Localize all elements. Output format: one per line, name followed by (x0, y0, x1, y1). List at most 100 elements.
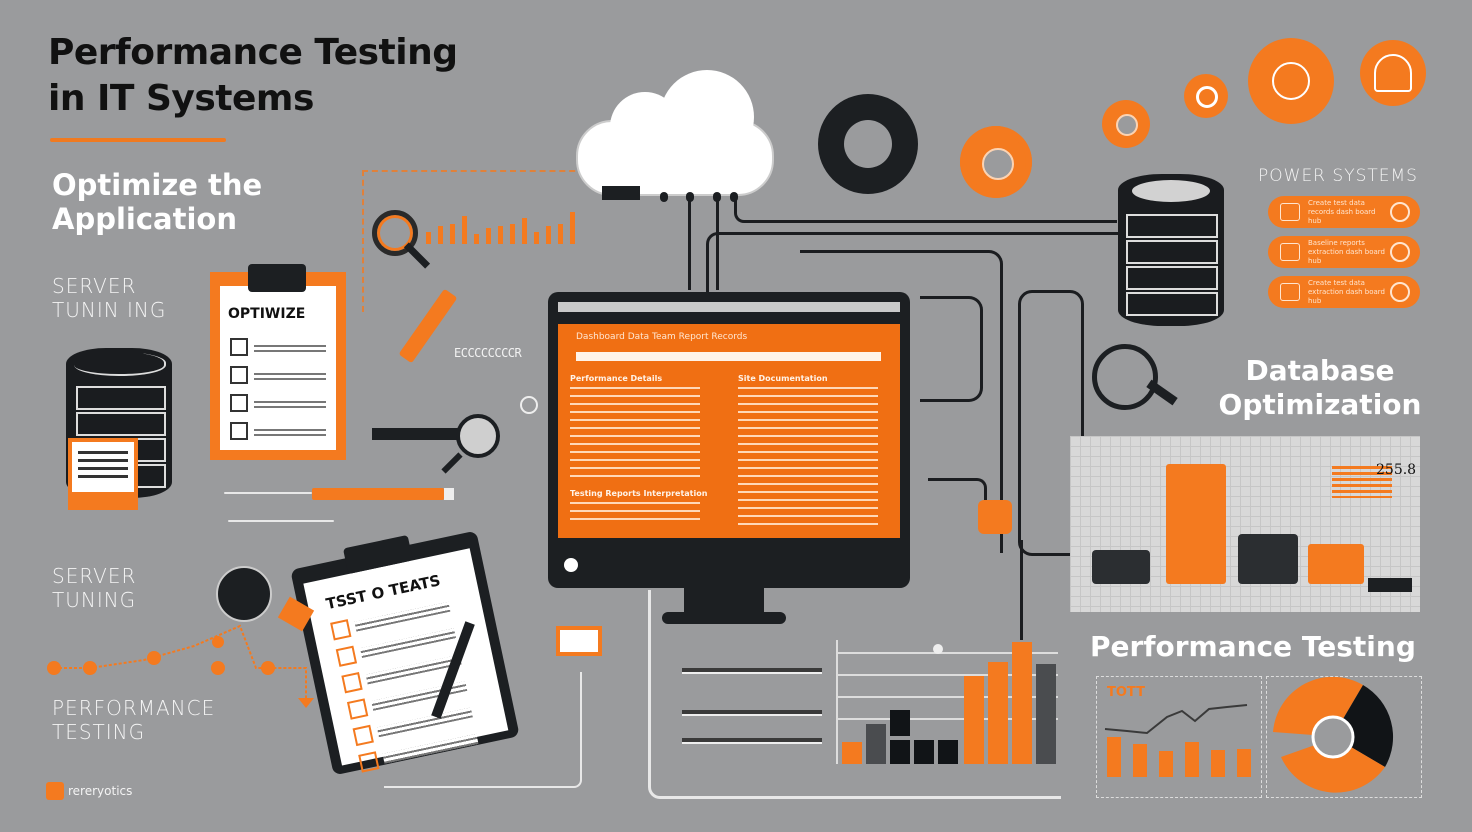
checkbox-icon (358, 751, 380, 773)
checkbox-icon (230, 394, 248, 412)
wire (1018, 290, 1084, 556)
pill-text: Create test data records dash board hub (1308, 198, 1376, 225)
target-icon (1390, 242, 1410, 262)
plug-icon (660, 192, 668, 202)
title-underline (50, 138, 226, 142)
checkbox-icon (346, 698, 369, 720)
target-icon (1390, 282, 1410, 302)
gauge-icon (216, 566, 272, 622)
magnifier-icon (372, 210, 418, 256)
checkbox-icon (230, 338, 248, 356)
server-tuning-label: SERVER TUNING (52, 564, 136, 612)
screen-search-bar[interactable] (576, 352, 881, 361)
dashed-frame (362, 170, 664, 312)
wire (800, 250, 1003, 553)
optimize-clipboard: OPTIWIZE (210, 264, 346, 460)
donut-chart (1266, 676, 1422, 798)
connector-line (384, 672, 582, 788)
optimize-clipboard-title: OPTIWIZE (228, 306, 306, 322)
clock-icon (520, 396, 538, 414)
perf-testing-heading: Performance Testing (1090, 630, 1416, 663)
wire (928, 478, 987, 511)
server-tuning-label-top: SERVER TUNIN ING (52, 274, 166, 322)
monitor: Dashboard Data Team Report Records Perfo… (548, 292, 910, 588)
pill-text: Create test data extraction dash board h… (1308, 278, 1385, 305)
plug-icon (730, 192, 738, 202)
connector-line (224, 492, 312, 494)
label-line: TUNING (52, 588, 137, 612)
col-heading: Performance Details (570, 374, 663, 383)
cloud-icon (576, 70, 774, 196)
gear-icon-orange (960, 126, 1032, 198)
checkbox-icon (330, 619, 352, 641)
wire (716, 200, 1119, 290)
pill-text: Baseline reports extraction dash board h… (1308, 238, 1385, 265)
screen-header: Dashboard Data Team Report Records (576, 332, 748, 342)
title-line-2: in IT Systems (48, 78, 314, 119)
wire (1020, 540, 1023, 640)
db-optimization-heading: Database Optimization (1200, 354, 1440, 422)
checkbox-icon (341, 671, 363, 694)
grid-display-icon (556, 626, 602, 656)
brand-logo: rereryotics (46, 782, 132, 800)
chart-value: 255.8 (1376, 462, 1417, 478)
monitor-stand (684, 588, 764, 612)
label-line: SERVER (52, 564, 137, 588)
mini-bar-chart (426, 212, 575, 244)
monitor-screen: Dashboard Data Team Report Records Perfo… (558, 324, 900, 538)
chart-legend-box (1368, 578, 1412, 592)
heading-line: Optimization (1218, 388, 1422, 421)
logo-icon (46, 782, 64, 800)
connector-line (228, 520, 334, 522)
label-line: PERFORMANCE (52, 696, 216, 720)
label-line: TESTING (52, 720, 146, 744)
optimize-line-2: Application (52, 202, 237, 236)
load-bar-chart (836, 640, 1060, 764)
screen-col-2: Site Documentation (738, 374, 888, 527)
gear-icon-large (1248, 38, 1334, 124)
cloud-connector (602, 186, 640, 200)
trend-line (1104, 704, 1248, 735)
power-pill-3[interactable]: Create test data extraction dash board h… (1268, 276, 1420, 308)
monitor-base (662, 612, 786, 624)
magnifier-icon-2 (456, 414, 500, 458)
grid-icon (1280, 243, 1300, 261)
database-icon (1118, 174, 1224, 326)
magnifier-icon-right (1092, 344, 1158, 410)
plug-icon (686, 192, 694, 202)
title-line-1: Performance Testing (48, 32, 458, 73)
timeline-path (47, 624, 314, 708)
browser-bar (558, 302, 900, 312)
checkbox-icon (335, 645, 358, 667)
pencil-eraser (444, 488, 454, 500)
power-pill-1[interactable]: Create test data records dash board hub (1268, 196, 1420, 228)
chart-bar (1166, 464, 1226, 584)
chart-mini-legend (1332, 466, 1392, 498)
page-title: Performance Testing in IT Systems (48, 30, 458, 122)
screen-col-1: Performance Details Testing Reports Inte… (570, 374, 720, 522)
gear-icon-small (1102, 100, 1150, 148)
chart-bar (1238, 534, 1298, 584)
power-pill-2[interactable]: Baseline reports extraction dash board h… (1268, 236, 1420, 268)
horizontal-gauges (656, 652, 832, 752)
perf-bar-line-chart: TOTT (1096, 676, 1262, 798)
gear-icon-small-2 (1184, 74, 1228, 118)
power-systems-label: POWER SYSTEMS (1258, 166, 1418, 186)
probe-bar (372, 428, 462, 440)
plug-icon (713, 192, 721, 202)
perf-testing-label: PERFORMANCE TESTING (52, 696, 215, 744)
optimize-app-heading: Optimize the Application (52, 168, 262, 236)
helmet-gear-icon (1360, 40, 1426, 106)
checkbox-icon (230, 422, 248, 440)
wire (734, 200, 1117, 223)
grid-icon (1280, 283, 1300, 301)
wire (688, 200, 691, 290)
col-heading: Site Documentation (738, 374, 828, 383)
optimize-line-1: Optimize the (52, 168, 263, 202)
power-button[interactable] (564, 558, 578, 572)
perf-chart-label: TOTT (1107, 685, 1145, 700)
connector-line (648, 590, 1061, 799)
magnifier-handle-2 (441, 452, 463, 474)
checkbox-icon (230, 366, 248, 384)
gear-icon-dark (818, 94, 918, 194)
